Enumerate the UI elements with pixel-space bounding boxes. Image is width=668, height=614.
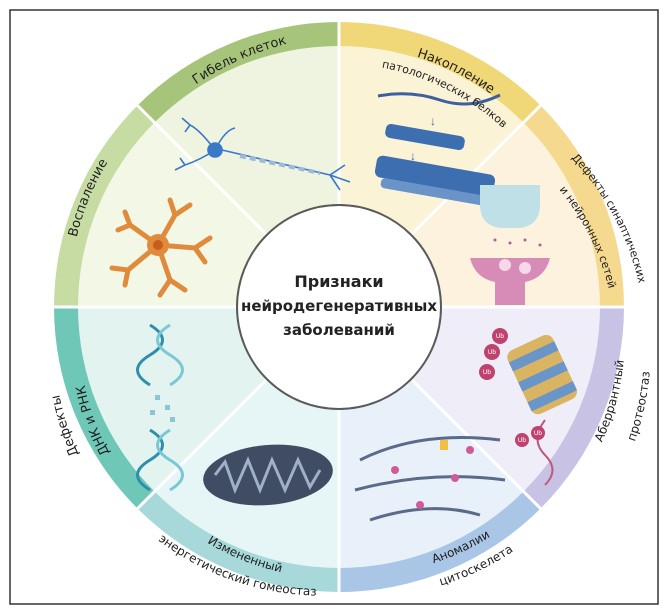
band-dna — [54, 307, 155, 509]
ub-label-5: Ub — [518, 437, 526, 444]
center-circle — [236, 204, 442, 410]
band-cell-death — [138, 22, 339, 122]
svg-text:↓: ↓ — [410, 149, 416, 163]
band-inflammation — [54, 105, 155, 307]
mitochondrion-illustration — [203, 444, 333, 506]
microglia-illustration — [109, 197, 213, 298]
cytoskeleton-illustration — [354, 436, 506, 522]
center-title-line1: Признаки — [294, 272, 383, 291]
proteasome-illustration: Ub Ub Ub Ub Ub — [479, 328, 578, 486]
svg-text:↓: ↓ — [430, 114, 436, 128]
center-title-line3: заболеваний — [283, 321, 395, 339]
dna-helix-illustration — [136, 323, 184, 492]
ub-label-4: Ub — [534, 430, 542, 437]
synapse-illustration — [470, 185, 550, 305]
ub-label-3: Ub — [496, 333, 504, 340]
band-proteostasis — [523, 307, 624, 509]
center-title-line2: нейродегенеративных — [241, 297, 437, 315]
band-cytoskeleton — [339, 492, 540, 592]
ub-label-1: Ub — [488, 349, 496, 356]
band-synaptic — [523, 105, 624, 307]
neuron-illustration — [174, 117, 351, 191]
ub-label-2: Ub — [483, 369, 491, 376]
band-energy — [138, 492, 339, 592]
protein-fibril-illustration: ↓ ↓ — [374, 92, 501, 208]
band-protein — [339, 22, 540, 122]
